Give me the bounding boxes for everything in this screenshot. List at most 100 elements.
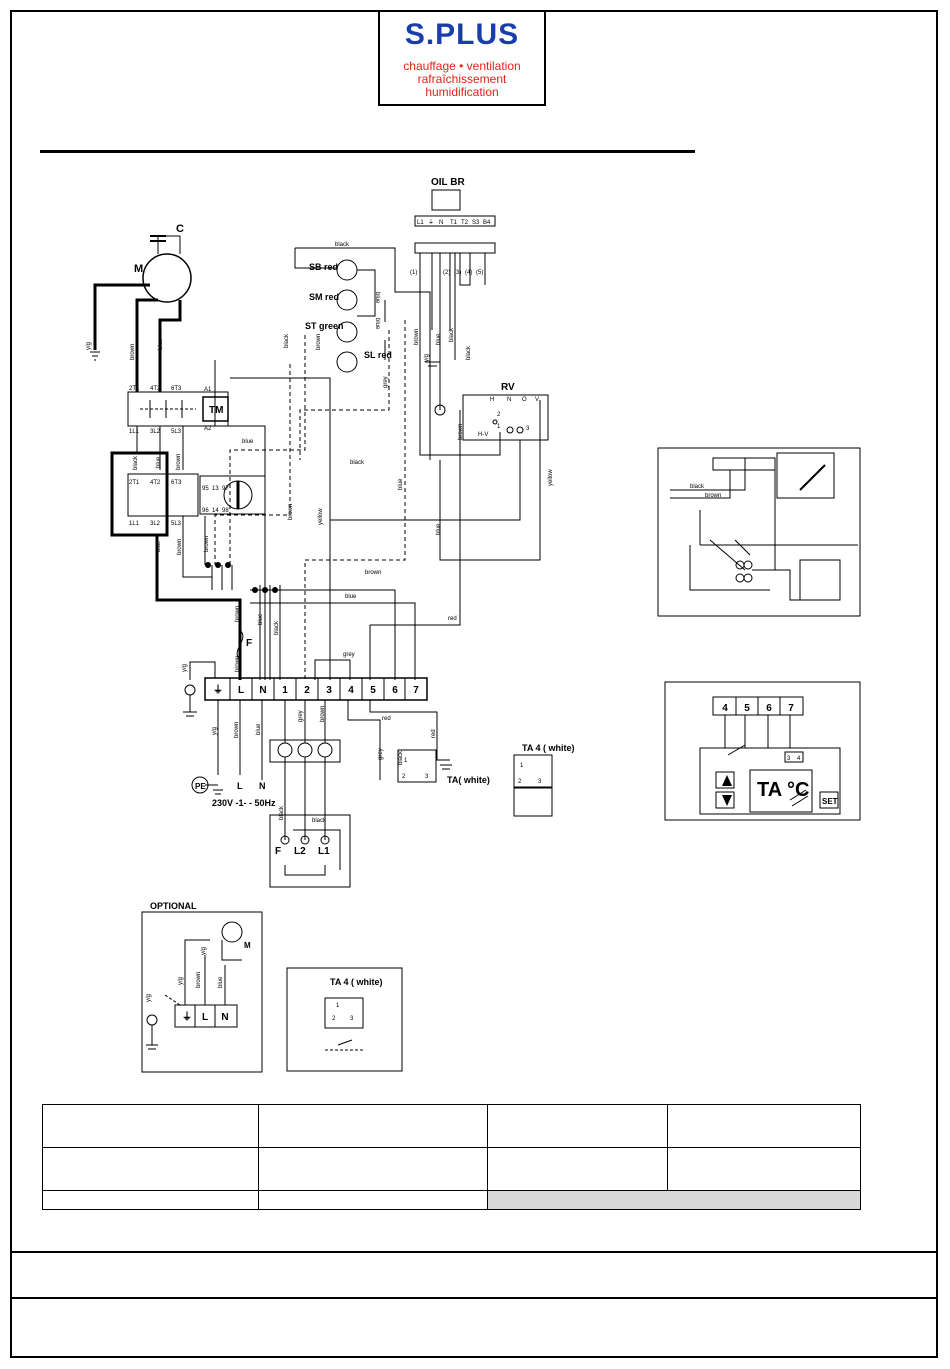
- wire-label-blue-10: blue: [345, 594, 357, 600]
- rv-mark-2: 2: [497, 412, 501, 418]
- wire-label-blue-5: blue: [242, 439, 254, 445]
- oilbr-marker-5: (5): [476, 270, 483, 276]
- wire-label-red-2: red: [382, 716, 391, 722]
- wire-label-blue-11: blue: [258, 613, 264, 625]
- motor-symbol: [142, 253, 192, 303]
- wire-label-yg-4: y/g: [212, 727, 218, 735]
- switch-f-label: F: [275, 846, 281, 857]
- relay-2t1: 2T1: [129, 480, 140, 486]
- wire-label-blue-7: blue: [436, 523, 442, 535]
- wire-label-brown-11: brown: [235, 656, 241, 672]
- thermo-t4: 4: [722, 703, 728, 714]
- wire-label-black-11: black: [690, 484, 705, 490]
- optional-panel: [141, 911, 263, 1073]
- wire-label-black-6: black: [133, 455, 139, 470]
- wire-label-grey-4: grey: [378, 748, 384, 760]
- wire-label-grey-2: grey: [343, 652, 355, 658]
- oilbr-t3: N: [439, 220, 443, 226]
- oilbr-t7: B4: [483, 220, 491, 226]
- opt-tb-l: L: [202, 1012, 208, 1023]
- contactor-2t1: 2T1: [129, 386, 140, 392]
- ta4-box-pin-1: 1: [336, 1003, 340, 1009]
- wire-label-yg-5: y/g: [178, 977, 184, 985]
- tb-6: 6: [392, 685, 398, 696]
- wire-label-blue-8: blue: [156, 456, 162, 468]
- oilbr-marker-4: (4): [465, 270, 472, 276]
- info-table: [42, 1104, 861, 1210]
- relay-5l3: 5L3: [171, 521, 182, 527]
- wire-label-blue-13: blue: [218, 976, 224, 988]
- thermo-t7: 7: [788, 703, 794, 714]
- wire-label-grey-3: grey: [298, 710, 304, 722]
- ta4-small-label: TA 4 ( white): [522, 743, 575, 753]
- wire-label-blue-6: blue: [398, 478, 404, 490]
- switch-l2-label: L2: [294, 846, 306, 857]
- lamp-sl-label: SL red: [364, 350, 392, 360]
- fuse-label: F: [246, 638, 252, 649]
- tb-3: 3: [326, 685, 332, 696]
- coil-label: TM: [209, 405, 223, 416]
- ta4-pin-1: 1: [520, 763, 524, 769]
- wire-label-brown-1: brown: [130, 344, 136, 360]
- relay-6t3: 6T3: [171, 480, 182, 486]
- ta-label: TA( white): [447, 775, 490, 785]
- wire-label-black-7: black: [274, 620, 280, 635]
- motor-label: M: [134, 263, 143, 275]
- wire-label-brown-9: brown: [365, 570, 381, 576]
- ta-pin-2: 2: [402, 774, 406, 780]
- info-cell: [42, 1147, 259, 1191]
- lamp-sm-label: SM red: [309, 292, 339, 302]
- wire-label-grey-1: grey: [383, 376, 389, 388]
- wire-label-yellow-2: yellow: [318, 508, 324, 525]
- rv-v: V: [535, 397, 539, 403]
- wire-label-brown-10: brown: [235, 606, 241, 622]
- ta4-box-pin-2: 2: [332, 1016, 336, 1022]
- wire-label-brown-5: brown: [288, 504, 294, 520]
- contactor-5l3: 5L3: [171, 429, 182, 435]
- relay-box: [110, 451, 169, 537]
- supply-label: 230V -1- - 50Hz: [212, 798, 276, 808]
- title-rule: [40, 150, 695, 153]
- lamp-sb-label: SB red: [309, 262, 338, 272]
- logo-tagline-1: chauffage • ventilation: [403, 59, 521, 73]
- supply-pe-label: PE: [195, 782, 206, 791]
- relay-aux-98: 98: [222, 508, 229, 514]
- wire-label-black-3: black: [449, 327, 455, 342]
- supply-l-label: L: [237, 781, 243, 791]
- wire-label-yg-2: y/g: [424, 354, 430, 362]
- relay-aux-96: 96: [202, 508, 209, 514]
- oilbr-marker-1: (1): [410, 270, 417, 276]
- oilbr-t1: L1: [417, 220, 424, 226]
- relay-aux-13: 13: [212, 486, 219, 492]
- logo-tagline-3: humidification: [425, 85, 499, 99]
- info-cell: [42, 1104, 259, 1148]
- optional-motor-label: M: [244, 941, 251, 950]
- wire-label-brown-12: brown: [234, 722, 240, 738]
- ta-pin-3: 3: [425, 774, 429, 780]
- info-cell: [667, 1147, 861, 1191]
- wire-label-brown-13: brown: [320, 706, 326, 722]
- thermo-relay-3: 3: [787, 756, 791, 762]
- lamp-st-label: ST green: [305, 321, 344, 331]
- wire-label-black-1: black: [335, 242, 350, 248]
- thermo-t6: 6: [766, 703, 772, 714]
- rv-label: RV: [501, 382, 515, 393]
- wire-label-brown-2: brown: [316, 334, 322, 350]
- capacitor-label: C: [176, 223, 184, 235]
- oilbr-t4: T1: [450, 220, 458, 226]
- ta4-box-label: TA 4 ( white): [330, 977, 383, 987]
- opt-tb-pe: ⏚: [182, 1011, 192, 1023]
- ta4-pin-2: 2: [518, 779, 522, 785]
- thermostat-display: TA °C: [757, 779, 809, 801]
- wire-label-red-1: red: [448, 616, 457, 622]
- contactor-3l2: 3L2: [150, 429, 161, 435]
- info-cell-shaded: [487, 1190, 861, 1210]
- oilbr-marker-3: (3): [454, 270, 461, 276]
- wire-label-brown-7: brown: [177, 539, 183, 555]
- oilbr-marker-2: (2): [443, 270, 450, 276]
- tb-4: 4: [348, 685, 354, 696]
- thermo-t5: 5: [744, 703, 750, 714]
- info-cell: [258, 1147, 488, 1191]
- opt-tb-n: N: [221, 1012, 228, 1023]
- wire-label-blue-2: blue: [374, 292, 380, 304]
